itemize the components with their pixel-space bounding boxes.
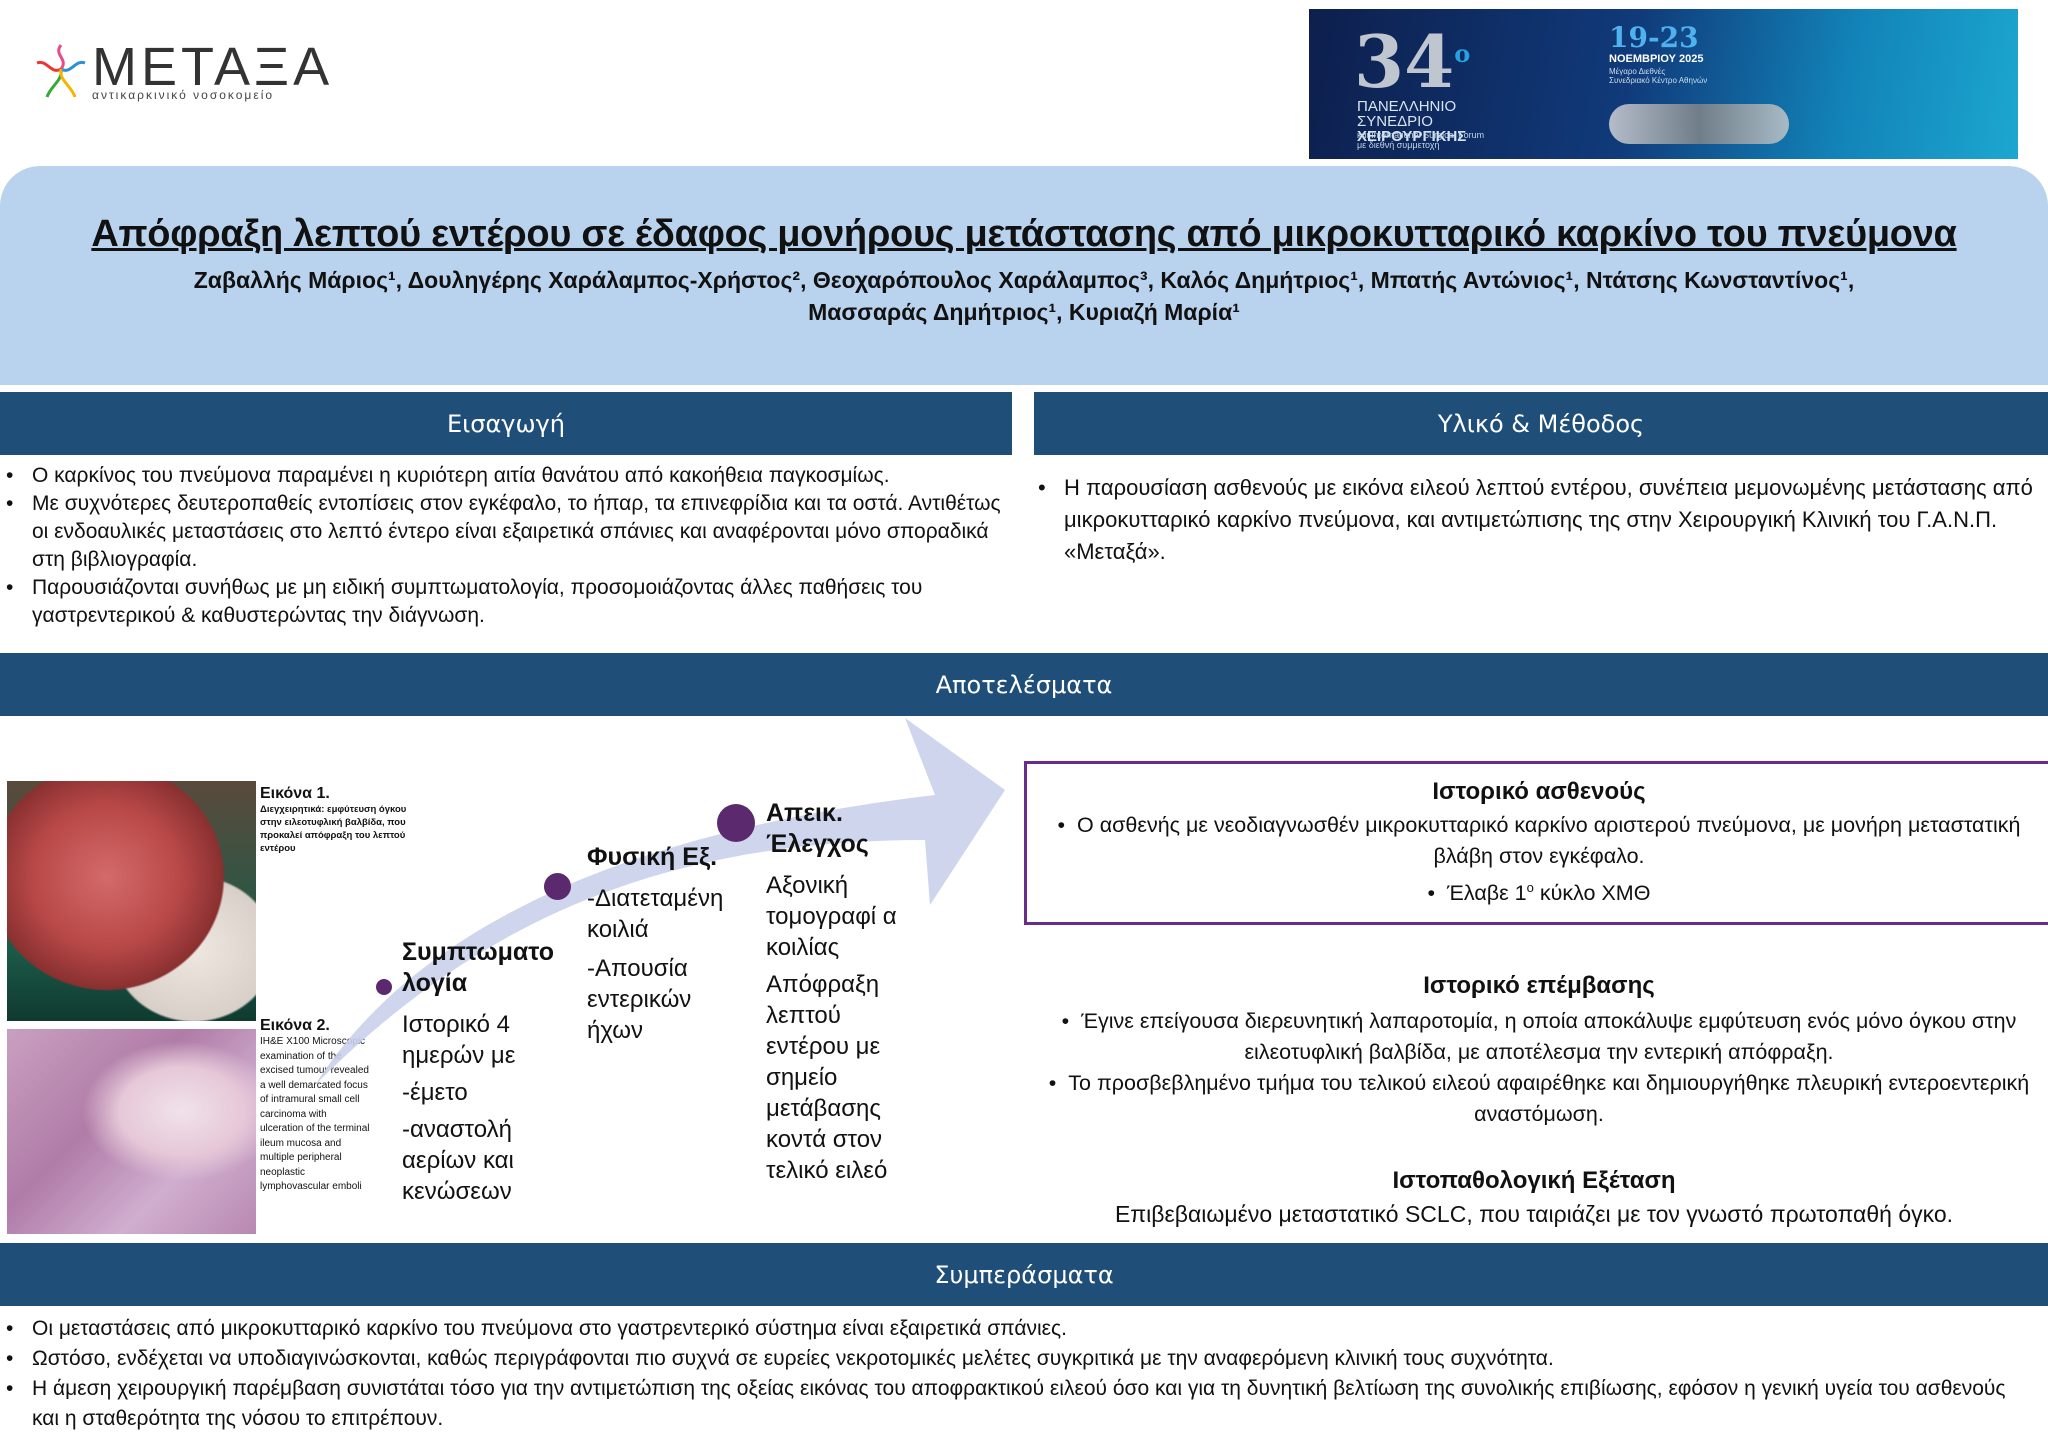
timeline-dot-2 — [544, 873, 571, 900]
list-item: Η άμεση χειρουργική παρέμβαση συνιστάται… — [2, 1374, 2012, 1434]
surgery-history: Ιστορικό επέμβασης • Έγινε επείγουσα διε… — [1048, 972, 2030, 1126]
hospital-logo — [33, 39, 89, 103]
list-item: Οι μεταστάσεις από μικροκυτταρικό καρκίν… — [2, 1314, 2012, 1344]
list-item: Ωστόσο, ενδέχεται να υποδιαγινώσκονται, … — [2, 1344, 2012, 1374]
patient-history: Ιστορικό ασθενούς • Ο ασθενής με νεοδιαγ… — [1057, 778, 2021, 906]
timeline-step-imaging: Απεικ. Έλεγχος Αξονική τομογραφί α κοιλί… — [766, 799, 897, 1184]
list-item: Έγινε επείγουσα διερευνητική λαπαροτομία… — [1081, 1009, 2017, 1064]
timeline-arrow — [315, 718, 1005, 1085]
banner-month: ΝΟΕΜΒΡΙΟΥ 2025 — [1609, 53, 1704, 65]
list-item: Ο καρκίνος του πνεύμονα παραμένει η κυρι… — [2, 462, 1012, 490]
figure2-caption: Εικόνα 2. IH&E X100 Microscopic examinat… — [260, 1017, 370, 1192]
robot-hand-image — [1609, 104, 1789, 144]
logo-subtitle: αντικαρκινικό νοσοκομείο — [92, 88, 275, 102]
results-header: Αποτελέσματα — [0, 653, 2048, 716]
figure1-caption: Εικόνα 1. Διεγχειρητικά: εμφύτευση όγκου… — [260, 785, 407, 854]
poster-title: Απόφραξη λεπτού εντέρου σε έδαφος μονήρο… — [91, 213, 1957, 255]
methods-header: Υλικό & Μέθοδος — [1034, 392, 2048, 455]
timeline-step-exam: Φυσική Εξ. -Διατεταμένη κοιλιά -Απουσία … — [587, 843, 724, 1044]
histopathology: Ιστοπαθολογική Εξέταση Επιβεβαιωμένο μετ… — [1114, 1167, 1954, 1227]
timeline-step-symptoms: Συμπτωματο λογία Ιστορικό 4 ημερών με -έ… — [402, 938, 554, 1205]
patient-history-box — [1024, 761, 2048, 925]
logo-mark-icon — [36, 44, 86, 98]
list-item: Η παρουσίαση ασθενούς με εικόνα ειλεού λ… — [1034, 472, 2034, 568]
arrow-shape — [315, 718, 1005, 1085]
banner-ordinal: ο — [1454, 39, 1471, 68]
intro-header: Εισαγωγή — [0, 392, 1012, 455]
title-panel — [0, 166, 2048, 385]
banner-number: 34 — [1354, 19, 1455, 104]
timeline-dot-3 — [717, 804, 755, 842]
list-item: Με συχνότερες δευτεροπαθείς εντοπίσεις σ… — [2, 490, 1012, 574]
histology-photo — [7, 1029, 256, 1234]
timeline-dot-1 — [376, 979, 392, 995]
methods-list: Η παρουσίαση ασθενούς με εικόνα ειλεού λ… — [1034, 472, 2034, 568]
authors: Ζαβαλλής Μάριος¹, Δουληγέρης Χαράλαμπος-… — [193, 267, 1855, 325]
list-item: Παρουσιάζονται συνήθως με μη ειδική συμπ… — [2, 574, 1012, 630]
banner-dates: 19-23 — [1609, 21, 1699, 54]
intraoperative-photo — [7, 781, 256, 1021]
logo-name: ΜΕΤΑΞΑ — [92, 37, 334, 97]
conclusions-header: Συμπεράσματα — [0, 1243, 2048, 1306]
list-item: Το προσβεβλημένο τμήμα του τελικού ειλεο… — [1068, 1071, 2030, 1126]
intro-list: Ο καρκίνος του πνεύμονα παραμένει η κυρι… — [2, 462, 1012, 630]
conclusions-list: Οι μεταστάσεις από μικροκυτταρικό καρκίν… — [2, 1314, 2012, 1434]
